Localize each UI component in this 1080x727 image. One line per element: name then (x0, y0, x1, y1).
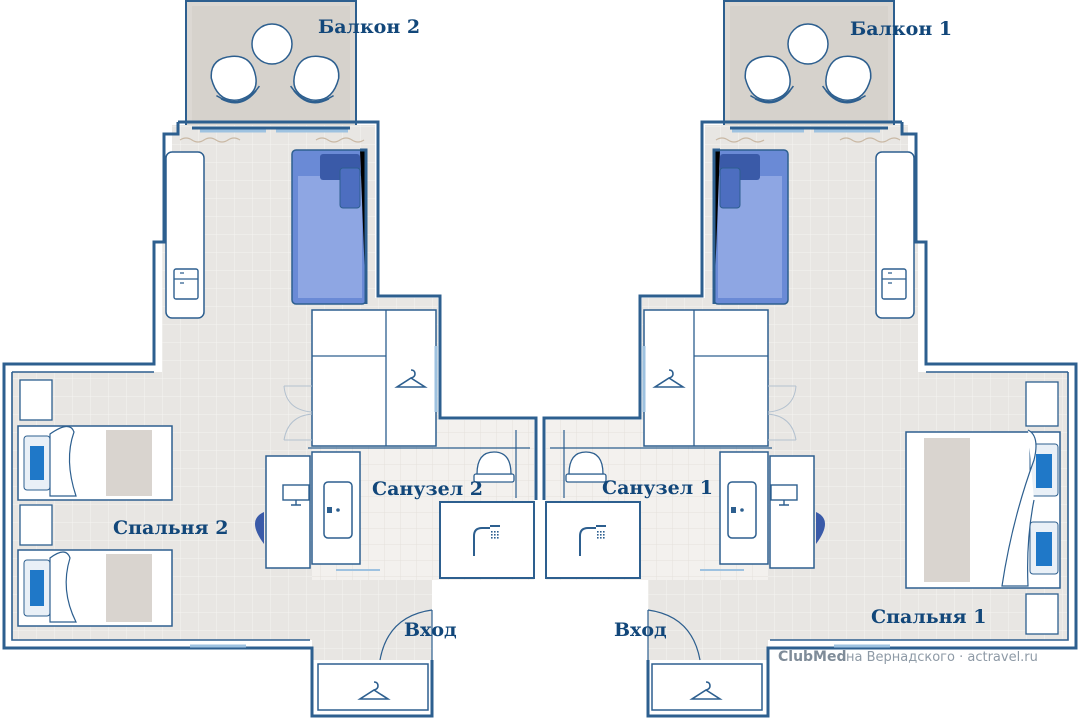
nightstand (19, 379, 53, 421)
label-bedroom-left: Спальня 2 (113, 517, 228, 539)
unit-right (542, 0, 1078, 718)
tv-console-left (265, 455, 311, 569)
nightstand (19, 504, 53, 546)
label-entrance-right: Вход (614, 619, 667, 641)
unit-left (2, 0, 538, 718)
label-entrance-left: Вход (404, 619, 457, 641)
sink-icon (727, 481, 757, 539)
entry-wardrobe-left (317, 663, 429, 711)
label-bathroom-right: Санузел 1 (602, 477, 713, 499)
nightstand (1025, 593, 1059, 635)
entrance-door-left (379, 609, 433, 661)
label-balcony-left: Балкон 2 (318, 16, 420, 38)
wall (770, 371, 1069, 641)
wall (11, 371, 310, 641)
watermark-logo: ClubMed (778, 649, 847, 665)
entry-wardrobe-right (651, 663, 763, 711)
entrance-door-right (647, 609, 701, 661)
shower-right (545, 501, 641, 579)
balcony-right-table (787, 23, 829, 65)
fridge-icon (881, 268, 907, 300)
wardrobe-right (643, 309, 769, 447)
bed-left-bottom (17, 549, 173, 627)
wardrobe-left (311, 309, 437, 447)
balcony-left-table (251, 23, 293, 65)
label-balcony-right: Балкон 1 (850, 18, 952, 40)
tv-console-right (769, 455, 815, 569)
bed-right-double (905, 429, 1061, 589)
wall (646, 122, 1078, 718)
fridge-icon (173, 268, 199, 300)
wall (2, 122, 434, 718)
label-bedroom-right: Спальня 1 (871, 606, 986, 628)
wall (535, 418, 545, 500)
shower-left (439, 501, 535, 579)
bed-left-top (17, 425, 173, 501)
sink-icon (323, 481, 353, 539)
label-bathroom-left: Санузел 2 (372, 478, 483, 500)
watermark-text: на Вернадского · actravel.ru (846, 650, 1038, 665)
nightstand (1025, 381, 1059, 427)
